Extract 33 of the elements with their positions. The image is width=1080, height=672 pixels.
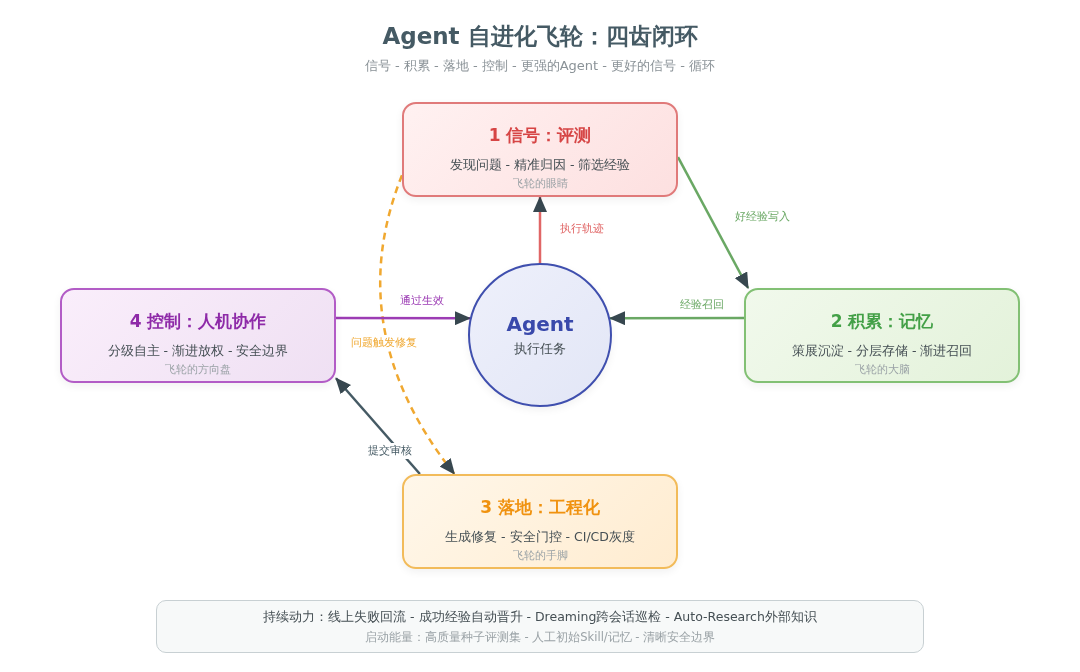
arrow	[336, 311, 471, 326]
arrow	[609, 311, 744, 326]
card-caption: 飞轮的眼睛	[512, 176, 568, 192]
engineering-card	[402, 474, 678, 569]
arrow	[676, 156, 750, 289]
agent-description: 执行任务	[514, 340, 566, 358]
card-title: 2 积累：记忆	[830, 310, 934, 332]
footer-note-box	[156, 600, 924, 653]
card-description: 生成修复 - 安全门控 - CI/CD灰度	[445, 528, 635, 546]
arrow	[335, 377, 421, 475]
edge-label: 问题触发修复	[348, 335, 420, 351]
card-title: 1 信号：评测	[488, 124, 592, 146]
card-description: 发现问题 - 精准归因 - 筛选经验	[449, 156, 631, 174]
control-card	[60, 288, 336, 383]
edge-label: 通过生效	[397, 293, 447, 309]
card-description: 分级自主 - 渐进放权 - 安全边界	[107, 342, 289, 360]
footer-subtext: 启动能量：高质量种子评测集 - 人工初始Skill/记忆 - 清晰安全边界	[364, 629, 716, 645]
diagram-title: Agent 自进化飞轮：四齿闭环	[382, 22, 698, 51]
evaluation-card	[402, 102, 678, 197]
memory-card	[744, 288, 1020, 383]
card-title: 4 控制：人机协作	[129, 310, 267, 332]
agent-title: Agent	[506, 312, 574, 336]
footer-text: 持续动力：线上失败回流 - 成功经验自动晋升 - Dreaming跨会话巡检 - Auto-Research外部知识	[263, 608, 817, 626]
card-title: 3 落地：工程化	[480, 496, 600, 518]
arrow	[533, 196, 547, 263]
diagram-subtitle: 信号 - 积累 - 落地 - 控制 - 更强的Agent - 更好的信号 - 循环	[364, 57, 716, 75]
card-caption: 飞轮的大脑	[854, 362, 910, 378]
edge-label: 提交审核	[365, 443, 415, 459]
edge-label: 执行轨迹	[557, 221, 607, 237]
card-description: 策展沉淀 - 分层存储 - 渐进召回	[791, 342, 973, 360]
card-caption: 飞轮的手脚	[512, 548, 568, 564]
arrow	[379, 174, 456, 475]
card-caption: 飞轮的方向盘	[165, 362, 231, 378]
